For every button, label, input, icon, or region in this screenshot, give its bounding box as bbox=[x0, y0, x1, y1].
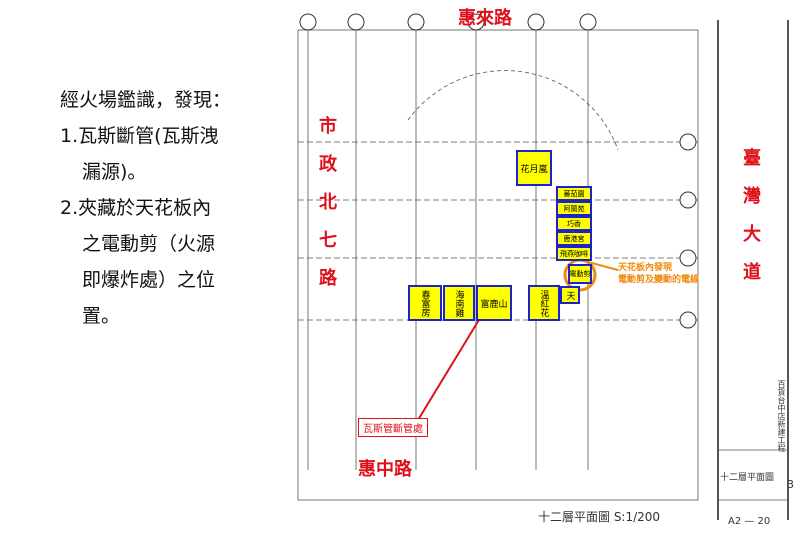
finding-line: 漏源)。 bbox=[82, 161, 147, 183]
finding-line: 瓦斯斷管(瓦斯洩 bbox=[78, 125, 219, 147]
finding-line: 夾藏於天花板內 bbox=[78, 197, 212, 219]
annotation-line: 電動剪及變動的電線 bbox=[618, 275, 700, 285]
small-shop: 飛燕咖啡 bbox=[556, 246, 592, 261]
shop: 海南雞 bbox=[443, 285, 475, 321]
plan-drawing bbox=[297, 13, 789, 520]
shop: 富鹿山 bbox=[476, 285, 512, 321]
shop: 春富房 bbox=[408, 285, 442, 321]
small-shop: 阿蘭苑 bbox=[556, 201, 592, 216]
annotation-orange: 天花板內發現 電動剪及變動的電線 bbox=[618, 262, 699, 286]
title-block-project: 百貨台中店新建工程 bbox=[777, 380, 786, 452]
item-number: 2. bbox=[60, 197, 79, 219]
finding-line: 即爆炸處）之位 bbox=[82, 269, 216, 291]
annotation-red: 瓦斯管斷管處 bbox=[358, 418, 428, 437]
small-shop: 巧香 bbox=[556, 216, 592, 231]
page-number: 3 bbox=[787, 478, 794, 491]
floor-plan: 惠來路 惠中路 市政北七路 臺灣大道 花月嵐 春富房 海南雞 富鹿山 溫紅花 天… bbox=[288, 0, 800, 540]
explosion-box: 電動剪 bbox=[568, 264, 592, 284]
title-block-sheet: 十二層平面圖 bbox=[720, 473, 775, 483]
small-shop: 蕃茄園 bbox=[556, 186, 592, 201]
findings-text: 經火場鑑識，發現： 1.瓦斯斷管(瓦斯洩 漏源)。 2.夾藏於天花板內 之電動剪… bbox=[60, 82, 280, 334]
shop: 天 bbox=[560, 286, 580, 304]
road-left: 市政北七路 bbox=[319, 116, 337, 289]
road-right: 臺灣大道 bbox=[743, 148, 761, 283]
annotation-line: 天花板內發現 bbox=[618, 263, 673, 273]
intro: 經火場鑑識，發現： bbox=[60, 89, 232, 111]
small-shop: 鹿港宮 bbox=[556, 231, 592, 246]
shop: 花月嵐 bbox=[516, 150, 552, 186]
gas-leak-arrow bbox=[417, 304, 489, 421]
road-bottom: 惠中路 bbox=[358, 459, 412, 480]
drawing-title: 十二層平面圖 S:1/200 bbox=[538, 510, 661, 524]
road-top: 惠來路 bbox=[458, 8, 512, 29]
item-number: 1. bbox=[60, 125, 79, 147]
title-block-number: A2 — 20 bbox=[728, 516, 771, 527]
finding-line: 之電動剪（火源 bbox=[82, 233, 216, 255]
shop: 溫紅花 bbox=[528, 285, 560, 321]
finding-line: 置。 bbox=[82, 305, 121, 327]
